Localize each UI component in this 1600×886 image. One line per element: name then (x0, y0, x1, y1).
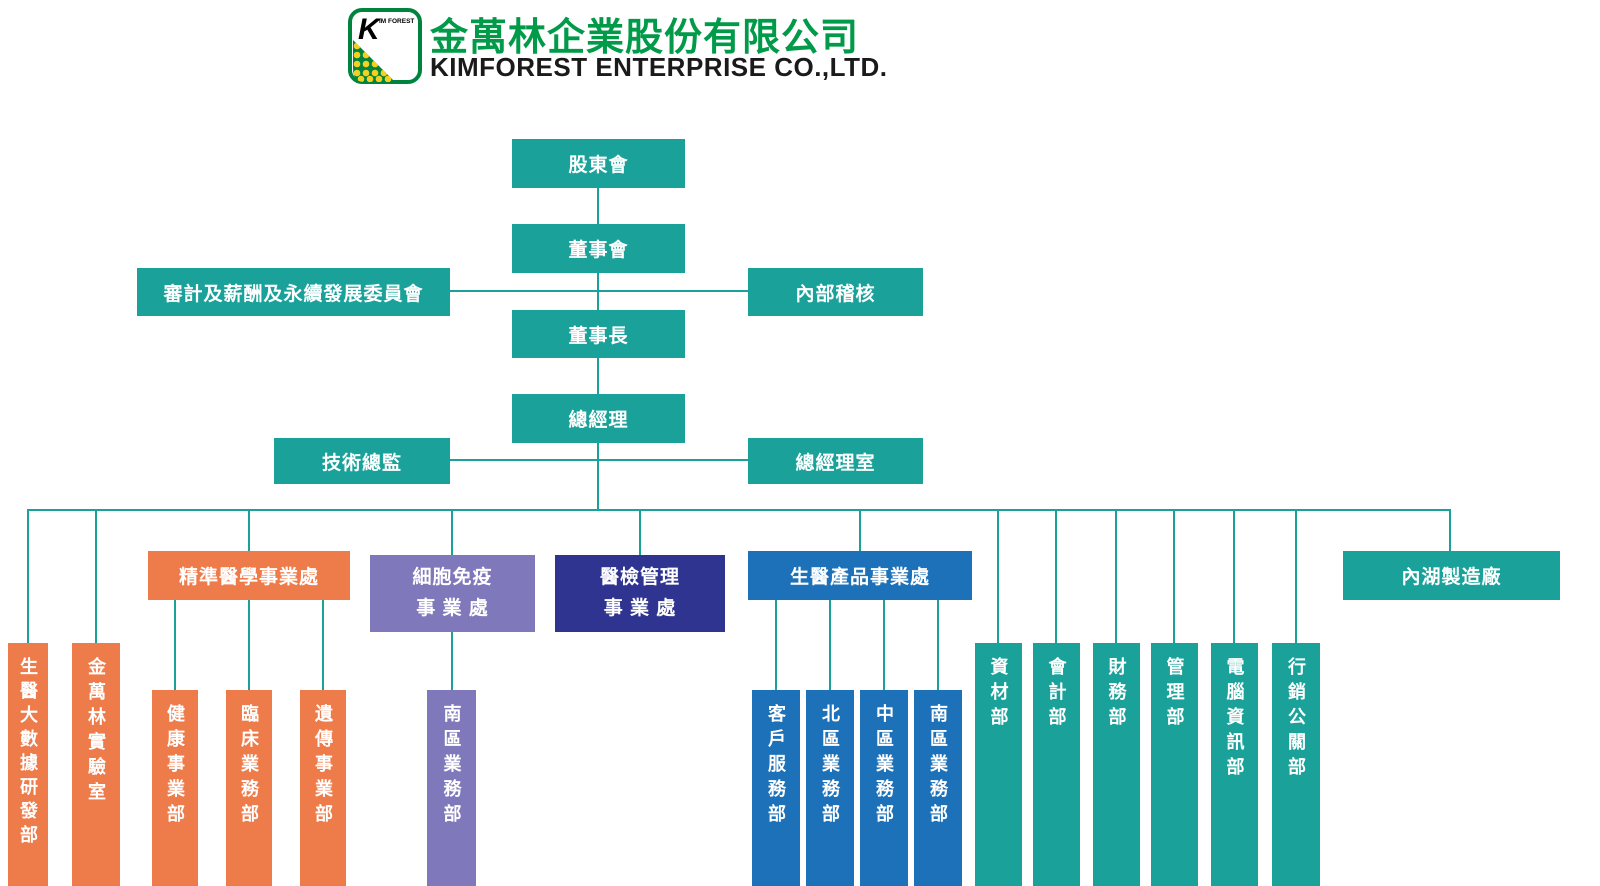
node-finance-dept: 財務部 (1093, 643, 1140, 886)
connector-line (27, 509, 29, 643)
node-medical-exam-management-division: 醫檢管理 事 業 處 (555, 555, 725, 632)
connector-line (1055, 509, 1057, 643)
node-general-manager-office: 總經理室 (748, 438, 923, 484)
node-customer-service-dept: 客戶服務部 (752, 690, 800, 886)
node-precision-medicine-division: 精準醫學事業處 (148, 551, 350, 600)
logo-graphic: K IM FOREST (348, 8, 422, 84)
connector-line (248, 509, 250, 551)
division-label-line2: 事 業 處 (603, 597, 677, 619)
division-label-line2: 事 業 處 (416, 597, 489, 619)
node-genetics-business-dept: 遺傳事業部 (300, 690, 346, 886)
connector-line (937, 600, 939, 690)
node-board-of-directors: 董事會 (512, 224, 685, 273)
node-internal-audit: 內部稽核 (748, 268, 923, 316)
connector-line (639, 509, 641, 555)
connector-line (451, 509, 453, 555)
node-marketing-pr-dept: 行銷公關部 (1272, 643, 1320, 886)
node-audit-compensation-sustainability-committee: 審計及薪酬及永續發展委員會 (137, 268, 450, 316)
node-materials-dept: 資材部 (975, 643, 1022, 886)
node-cell-immunology-division: 細胞免疫 事 業 處 (370, 555, 535, 632)
connector-line (450, 290, 748, 292)
connector-line (1173, 509, 1175, 643)
node-biomedical-products-division: 生醫產品事業處 (748, 551, 972, 600)
connector-line (27, 509, 1451, 511)
node-technical-director: 技術總監 (274, 438, 450, 484)
connector-line (829, 600, 831, 690)
node-north-sales-dept: 北區業務部 (806, 690, 854, 886)
connector-line (597, 443, 599, 510)
node-neihu-manufacturing-plant: 內湖製造廠 (1343, 551, 1560, 600)
node-management-dept: 管理部 (1151, 643, 1198, 886)
connector-line (775, 600, 777, 690)
node-south-sales-dept: 南區業務部 (914, 690, 962, 886)
company-logo: K IM FOREST (348, 8, 422, 84)
connector-line (95, 509, 97, 643)
node-accounting-dept: 會計部 (1033, 643, 1080, 886)
connector-line (597, 188, 599, 224)
node-shareholders-meeting: 股東會 (512, 139, 685, 188)
connector-line (1449, 509, 1451, 551)
node-it-dept: 電腦資訊部 (1211, 643, 1258, 886)
connector-line (174, 600, 176, 690)
connector-line (1295, 509, 1297, 643)
node-health-business-dept: 健康事業部 (152, 690, 198, 886)
company-name-en: KIMFOREST ENTERPRISE CO.,LTD. (430, 52, 888, 82)
connector-line (859, 509, 861, 551)
connector-line (597, 358, 599, 394)
node-chairman: 董事長 (512, 310, 685, 358)
node-general-manager: 總經理 (512, 394, 685, 443)
node-kimforest-laboratory: 金萬林實驗室 (72, 643, 120, 886)
division-label-line1: 醫檢管理 (599, 567, 680, 589)
connector-line (883, 600, 885, 690)
logo-k-letter: K (358, 13, 382, 46)
node-cell-south-sales-dept: 南區業務部 (427, 690, 476, 886)
node-central-sales-dept: 中區業務部 (860, 690, 908, 886)
division-label-line1: 細胞免疫 (412, 567, 493, 589)
node-clinical-sales-dept: 臨床業務部 (226, 690, 272, 886)
connector-line (1115, 509, 1117, 643)
connector-line (248, 600, 250, 690)
node-biomed-bigdata-rd-dept: 生醫大數據研發部 (8, 643, 48, 886)
connector-line (322, 600, 324, 690)
connector-line (1233, 509, 1235, 643)
company-name-zh: 金萬林企業股份有限公司 (430, 17, 860, 59)
connector-line (451, 632, 453, 690)
connector-line (997, 509, 999, 643)
logo-brand-text: IM FOREST (379, 18, 414, 25)
connector-line (450, 459, 748, 461)
